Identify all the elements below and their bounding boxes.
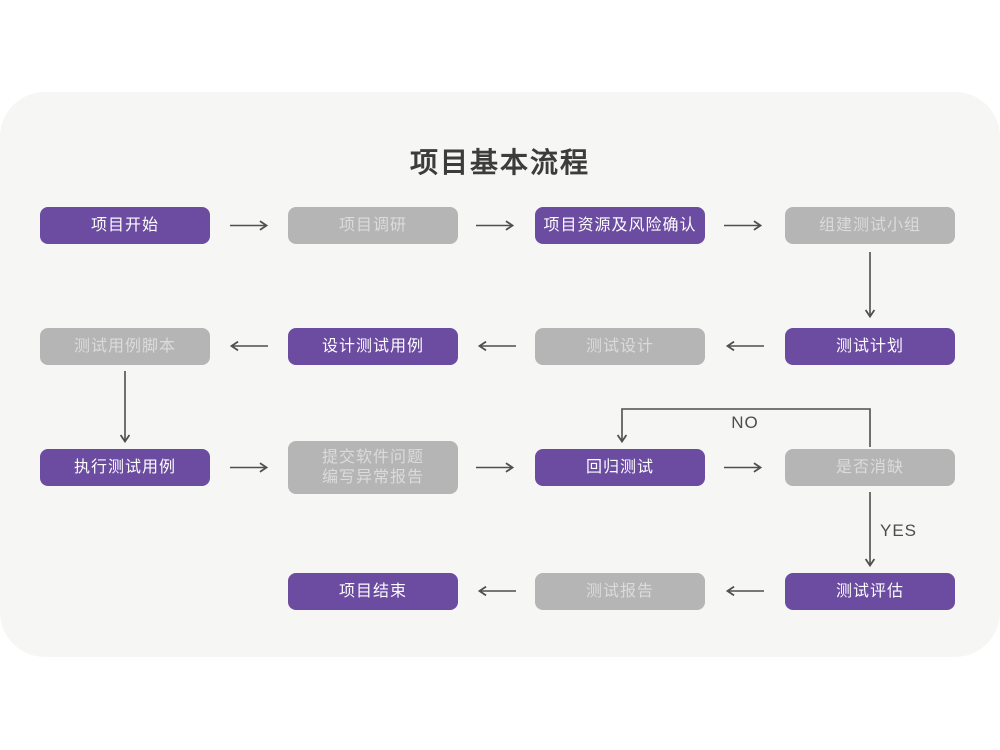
node-regression-test: 回归测试 [535, 449, 705, 486]
node-design-test-cases: 设计测试用例 [288, 328, 458, 365]
page-title: 项目基本流程 [409, 147, 590, 178]
node-defect-cleared: 是否消缺 [785, 449, 955, 486]
node-test-report: 测试报告 [535, 573, 705, 610]
node-project-research: 项目调研 [288, 207, 458, 244]
node-test-evaluation: 测试评估 [785, 573, 955, 610]
edge-label-no: NO [731, 413, 759, 432]
edge-label-yes: YES [880, 521, 918, 540]
node-build-test-team: 组建测试小组 [785, 207, 955, 244]
flowchart-panel [0, 92, 1000, 657]
node-execute-test-cases: 执行测试用例 [40, 449, 210, 486]
node-submit-issue-report: 提交软件问题 编写异常报告 [288, 441, 458, 494]
node-resource-risk-confirm: 项目资源及风险确认 [535, 207, 705, 244]
node-test-design: 测试设计 [535, 328, 705, 365]
node-test-case-script: 测试用例脚本 [40, 328, 210, 365]
node-label-line2: 编写异常报告 [321, 468, 424, 486]
node-test-plan: 测试计划 [785, 328, 955, 365]
node-project-start: 项目开始 [40, 207, 210, 244]
node-project-end: 项目结束 [288, 573, 458, 610]
node-label-line1: 提交软件问题 [321, 448, 424, 466]
